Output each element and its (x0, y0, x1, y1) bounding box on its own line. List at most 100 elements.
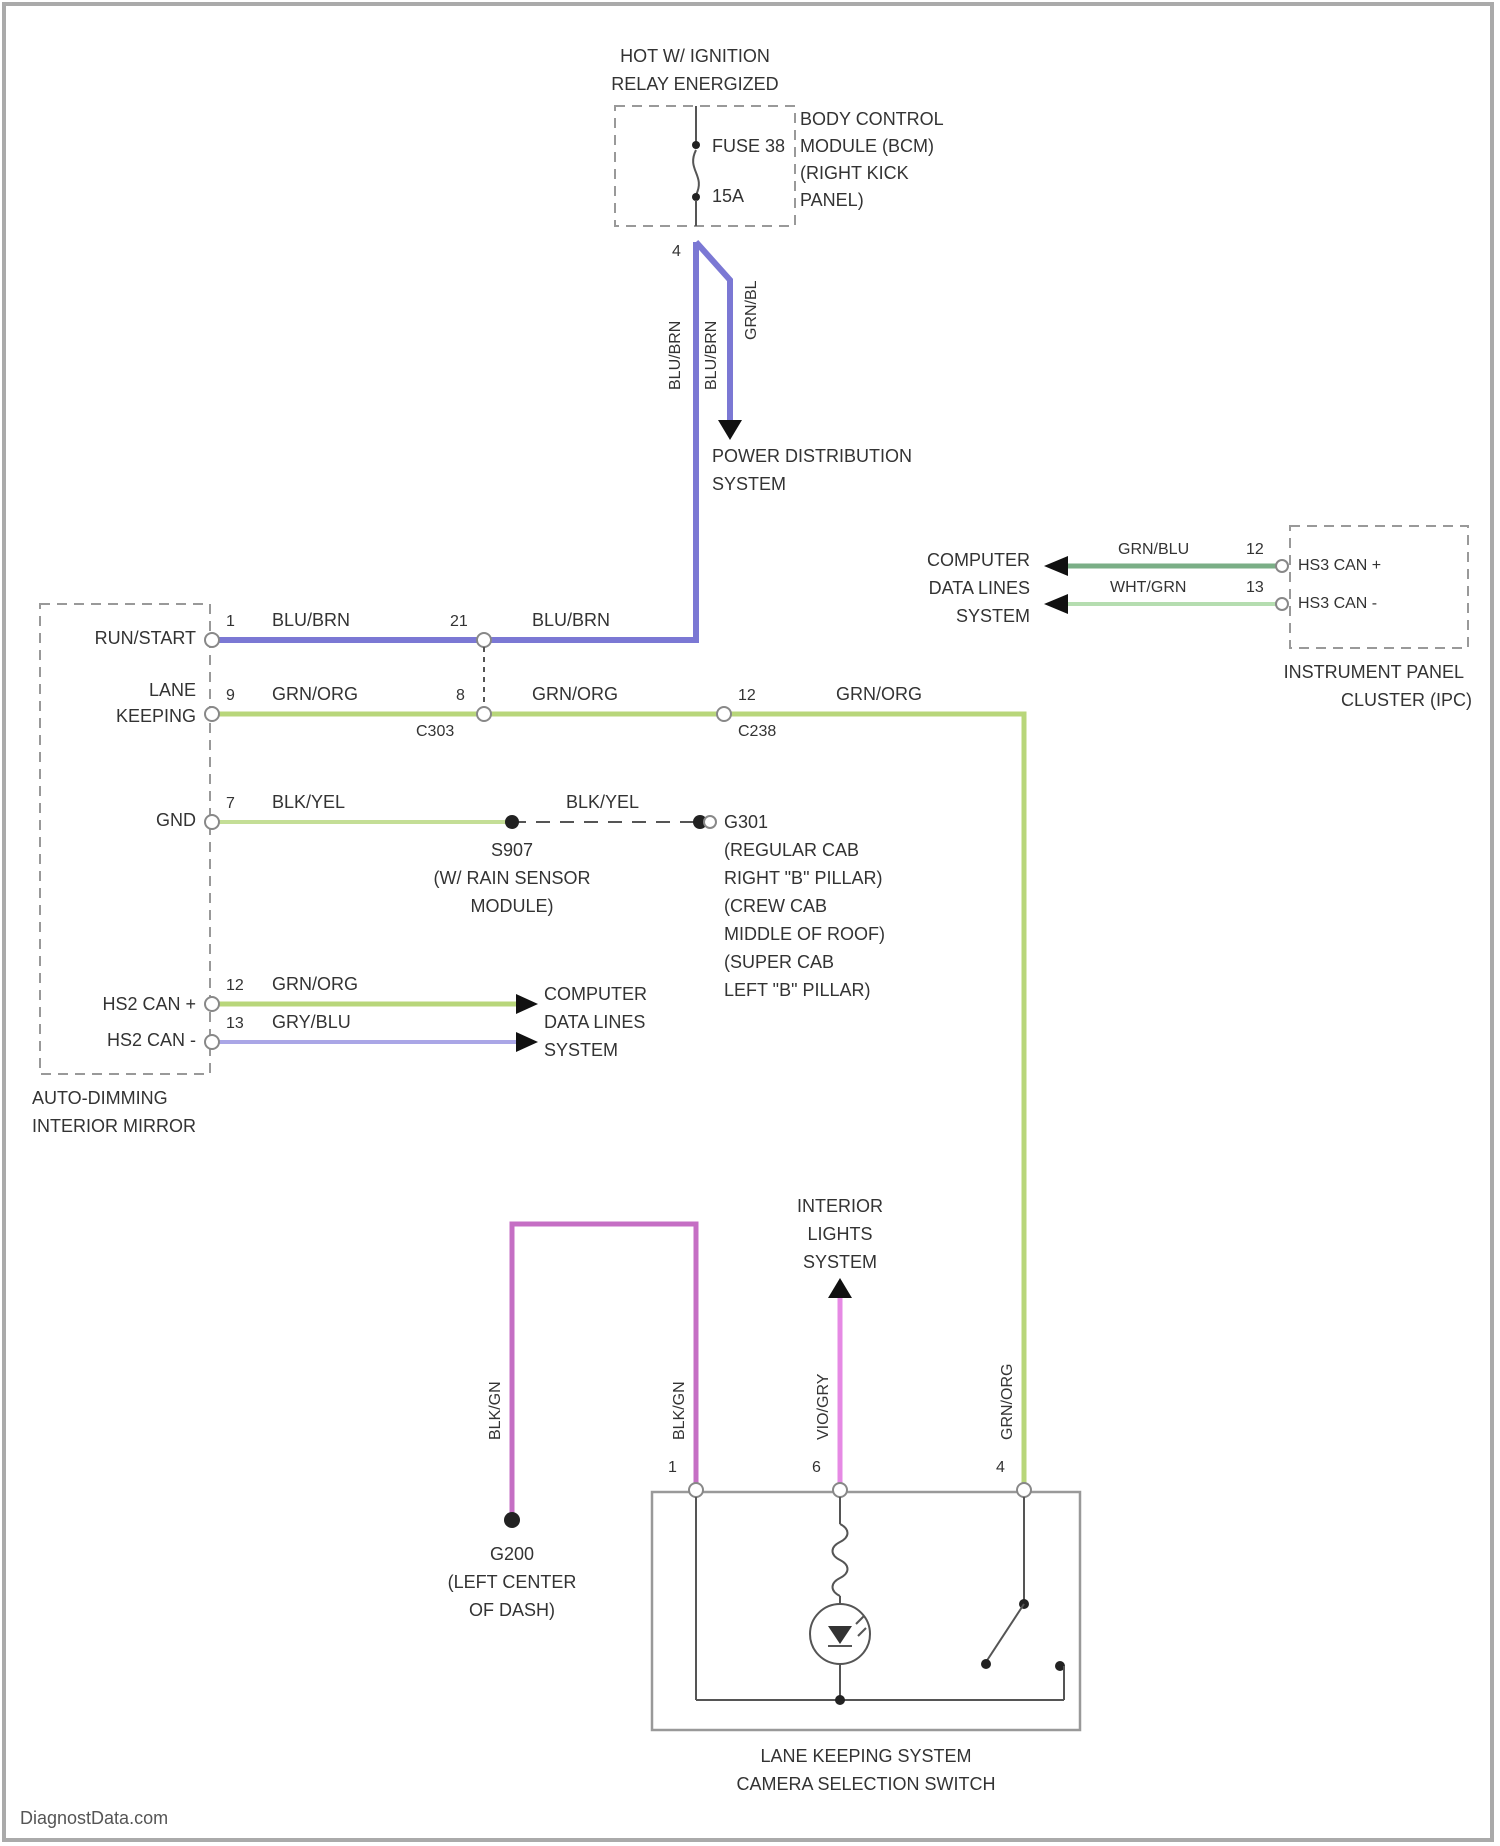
c303-pin-21: 21 (450, 613, 468, 630)
ground-g301-terminal (704, 816, 716, 828)
ipc-cdl-arrow-lower-icon (1044, 594, 1068, 614)
mirror-wire-gnd-label: BLK/YEL (272, 792, 345, 812)
mirror-wire-can-plus-label: GRN/ORG (272, 974, 358, 994)
switch-label-2: CAMERA SELECTION SWITCH (736, 1774, 995, 1794)
wire-label-blkgn-right: BLK/GN (671, 1381, 688, 1440)
mirror-pin-can-minus: HS2 CAN - (107, 1030, 196, 1050)
ipc-pin-can-minus: HS3 CAN - (1298, 595, 1377, 612)
g301-label-4: (CREW CAB (724, 896, 827, 916)
mirror-connector-7 (205, 815, 219, 829)
switch-contact-pivot (981, 1659, 991, 1669)
fuse-rating: 15A (712, 186, 744, 206)
bcm-label-1: BODY CONTROL (800, 109, 944, 129)
lights-label-2: LIGHTS (807, 1224, 872, 1244)
wire-grn-org-lane (215, 714, 1024, 1484)
fuse-node-bottom (692, 193, 700, 201)
fuse-element-icon (693, 150, 699, 195)
wire-label-grnbl-right: GRN/BL (743, 280, 760, 340)
mirror-pin-can-plus: HS2 CAN + (102, 994, 196, 1014)
diagram-frame (4, 4, 1492, 1840)
mirror-pin-runstart: RUN/START (95, 628, 196, 648)
c303-pin-8: 8 (456, 687, 465, 704)
switch-connector-1 (689, 1483, 703, 1497)
watermark: DiagnostData.com (20, 1808, 168, 1828)
fuse-label: FUSE 38 (712, 136, 785, 156)
s907-label-2: (W/ RAIN SENSOR (433, 868, 590, 888)
mirror-cdl-arrow-upper-icon (516, 994, 538, 1014)
bcm-label-3: (RIGHT KICK (800, 163, 909, 183)
ipc-box (1290, 526, 1468, 648)
lights-label-3: SYSTEM (803, 1252, 877, 1272)
mirror-pin-gnd: GND (156, 810, 196, 830)
g301-label-2: (REGULAR CAB (724, 840, 859, 860)
splice-s907 (505, 815, 519, 829)
resistor-icon (833, 1524, 848, 1596)
switch-lever-icon (986, 1604, 1024, 1662)
mirror-connector-13 (205, 1035, 219, 1049)
wire-label-viogry: VIO/GRY (815, 1373, 832, 1440)
ipc-pin-can-plus: HS3 CAN + (1298, 557, 1381, 574)
switch-contact-top (1019, 1599, 1029, 1609)
mirror-wire-can-minus-label: GRY/BLU (272, 1012, 351, 1032)
mirror-num-1: 1 (226, 613, 235, 630)
wire-label-blubrn-left: BLU/BRN (667, 321, 684, 390)
g200-label-2: (LEFT CENTER (448, 1572, 577, 1592)
switch-pin-6: 6 (812, 1459, 821, 1476)
mirror-pin-lane-2: KEEPING (116, 706, 196, 726)
switch-connector-6 (833, 1483, 847, 1497)
g301-label-6: (SUPER CAB (724, 952, 834, 972)
g301-label-3: RIGHT "B" PILLAR) (724, 868, 882, 888)
ipc-wire-lower-label: WHT/GRN (1110, 579, 1186, 596)
gnd-mid-wire-label: BLK/YEL (566, 792, 639, 812)
mirror-num-12: 12 (226, 977, 244, 994)
switch-pin-4: 4 (996, 1459, 1005, 1476)
wire-label-grnorg-switch: GRN/ORG (999, 1364, 1016, 1440)
mirror-num-9: 9 (226, 687, 235, 704)
power-dist-label-2: SYSTEM (712, 474, 786, 494)
switch-internal-node (835, 1695, 845, 1705)
c303-wire-top-label: BLU/BRN (532, 610, 610, 630)
g301-label-5: MIDDLE OF ROOF) (724, 924, 885, 944)
ipc-cdl-label-3: SYSTEM (956, 606, 1030, 626)
g200-label-3: OF DASH) (469, 1600, 555, 1620)
c303-name: C303 (416, 723, 454, 740)
fuse-node-top (692, 141, 700, 149)
power-dist-label-1: POWER DISTRIBUTION (712, 446, 912, 466)
mirror-cdl-label-3: SYSTEM (544, 1040, 618, 1060)
c303-connector-21 (477, 633, 491, 647)
lights-label-1: INTERIOR (797, 1196, 883, 1216)
g301-label-7: LEFT "B" PILLAR) (724, 980, 871, 1000)
ipc-label-1: INSTRUMENT PANEL (1284, 662, 1464, 682)
bcm-pin-4: 4 (672, 243, 681, 260)
mirror-cdl-arrow-lower-icon (516, 1032, 538, 1052)
ipc-connector-13 (1276, 598, 1288, 610)
ipc-cdl-arrow-upper-icon (1044, 556, 1068, 576)
mirror-pin-lane-1: LANE (149, 680, 196, 700)
wire-label-blubrn-mid: BLU/BRN (703, 321, 720, 390)
ground-g200-icon (504, 1512, 520, 1528)
mirror-connector-1 (205, 633, 219, 647)
bcm-box (615, 106, 795, 226)
g301-label-1: G301 (724, 812, 768, 832)
switch-box (652, 1492, 1080, 1730)
c238-name: C238 (738, 723, 776, 740)
mirror-connector-9 (205, 707, 219, 721)
hot-label-2: RELAY ENERGIZED (611, 74, 778, 94)
mirror-num-13: 13 (226, 1015, 244, 1032)
c238-wire-label: GRN/ORG (836, 684, 922, 704)
ipc-cdl-label-1: COMPUTER (927, 550, 1030, 570)
g200-label-1: G200 (490, 1544, 534, 1564)
switch-pin-1: 1 (668, 1459, 677, 1476)
ipc-wire-upper-label: GRN/BLU (1118, 541, 1189, 558)
c238-connector-12 (717, 707, 731, 721)
lights-arrow-icon (828, 1278, 852, 1298)
c303-connector-8 (477, 707, 491, 721)
c303-wire-mid-label: GRN/ORG (532, 684, 618, 704)
mirror-label-1: AUTO-DIMMING (32, 1088, 168, 1108)
bcm-label-2: MODULE (BCM) (800, 136, 934, 156)
ipc-label-2: CLUSTER (IPC) (1341, 690, 1472, 710)
mirror-wire-lane-label: GRN/ORG (272, 684, 358, 704)
ipc-connector-12 (1276, 560, 1288, 572)
mirror-connector-12 (205, 997, 219, 1011)
